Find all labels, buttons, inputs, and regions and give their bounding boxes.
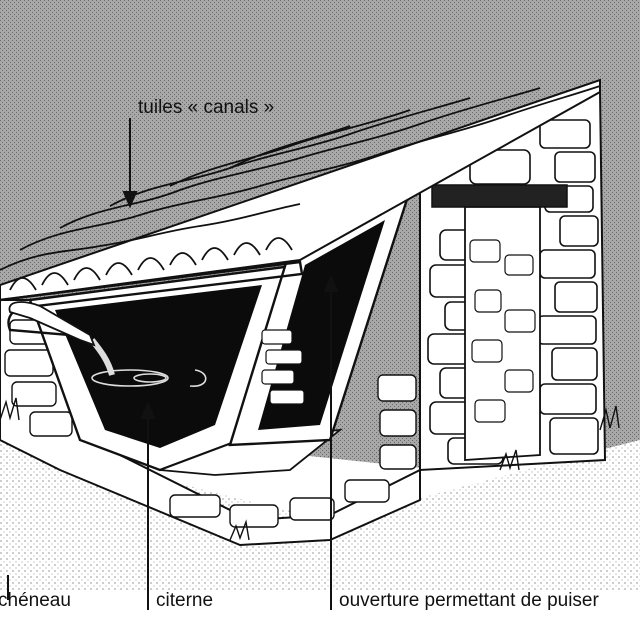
gutter-pipe bbox=[8, 301, 96, 347]
water-inflow bbox=[89, 338, 115, 376]
roof-slab bbox=[0, 78, 601, 302]
cistern-water bbox=[55, 285, 262, 448]
grass-tufts bbox=[0, 397, 620, 541]
opening-arrow bbox=[323, 274, 339, 610]
base-stones bbox=[4, 319, 417, 528]
tiles-arrow bbox=[122, 118, 138, 209]
label-tiles: tuiles « canals » bbox=[138, 97, 275, 118]
cistern-arrow bbox=[140, 401, 156, 610]
ground bbox=[0, 430, 640, 590]
label-gutter: chéneau bbox=[0, 590, 71, 611]
roof-tiles bbox=[0, 85, 601, 291]
water-ripples bbox=[91, 369, 207, 387]
opening-interior-stones bbox=[261, 329, 305, 405]
label-cistern: citerne bbox=[156, 590, 214, 611]
lintel-beam bbox=[431, 184, 568, 208]
side-opening-stones bbox=[469, 239, 536, 423]
label-opening: ouverture permettant de puiser bbox=[339, 590, 599, 611]
gutter bbox=[0, 260, 304, 347]
